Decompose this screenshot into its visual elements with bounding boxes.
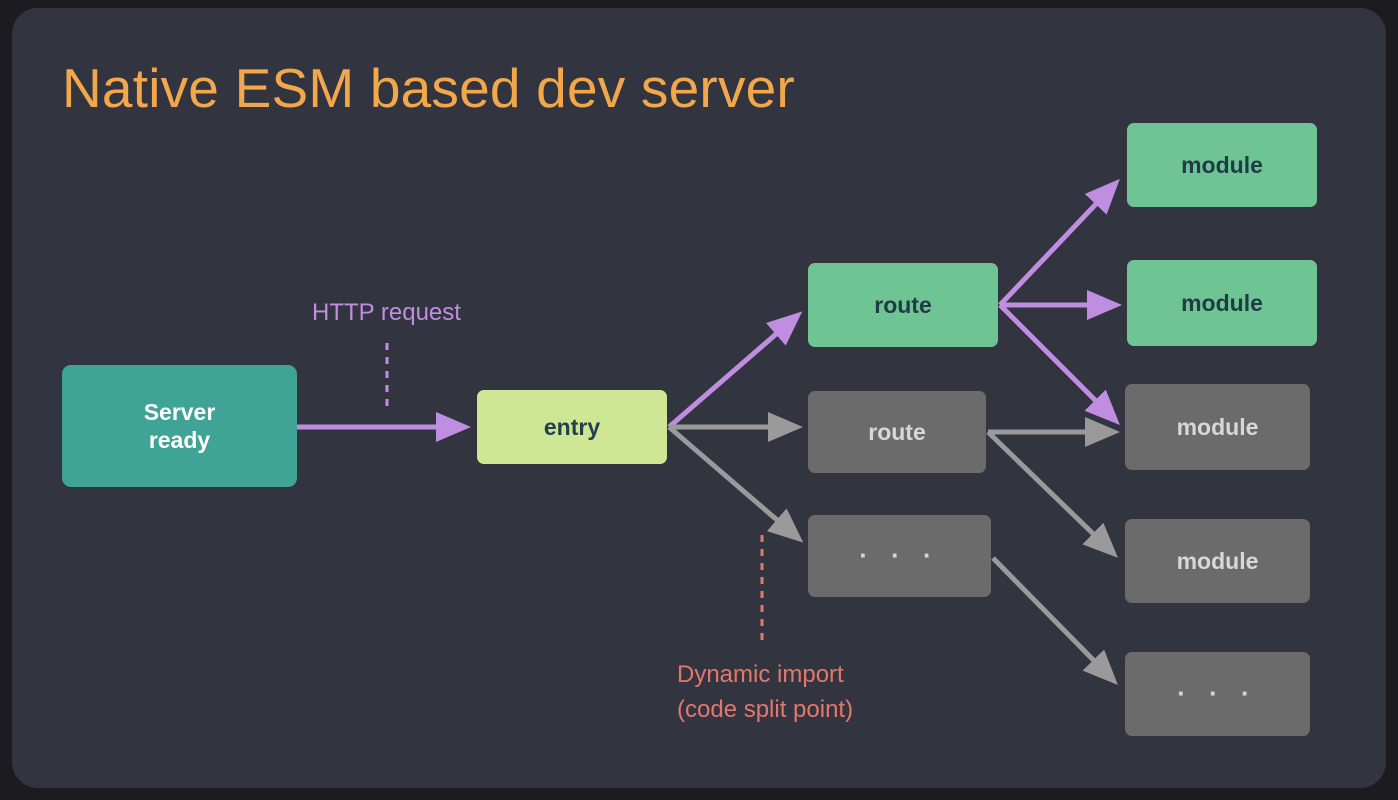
- node-module-3[interactable]: module: [1125, 384, 1310, 470]
- node-module-2[interactable]: module: [1127, 260, 1317, 346]
- page-title: Native ESM based dev server: [62, 57, 795, 119]
- node-label-entry: entry: [543, 413, 601, 440]
- node-label-route-ellipsis: · · ·: [859, 540, 940, 571]
- edge-entry-to-routedots: [667, 425, 804, 543]
- node-label-route-inactive: route: [868, 418, 926, 445]
- node-module-ellipsis[interactable]: · · ·: [1125, 652, 1310, 736]
- node-entry[interactable]: entry: [477, 390, 667, 464]
- node-label-module-2: module: [1181, 289, 1263, 316]
- node-route-inactive[interactable]: route: [808, 391, 986, 473]
- node-module-4[interactable]: module: [1125, 519, 1310, 603]
- edge-routedots-to-moduledots: [991, 556, 1118, 685]
- node-server-ready[interactable]: Server ready: [62, 365, 297, 487]
- node-label-server-ready: Server ready: [143, 398, 216, 453]
- node-label-module-ellipsis: · · ·: [1177, 678, 1258, 709]
- annotation-dynamic-import: Dynamic import (code split point): [677, 661, 854, 723]
- node-label-route-active: route: [874, 291, 932, 318]
- diagram-arrows-layer: [297, 178, 1123, 685]
- node-route-active[interactable]: route: [808, 263, 998, 347]
- node-route-ellipsis[interactable]: · · ·: [808, 515, 991, 597]
- node-label-module-4: module: [1176, 547, 1259, 574]
- edge-route1-to-module3: [998, 303, 1120, 425]
- edge-route2-to-module4: [986, 430, 1119, 558]
- slide-canvas: Native ESM based dev server Server ready…: [12, 8, 1386, 788]
- annotation-http-request: HTTP request: [312, 299, 461, 326]
- edge-route1-to-module1: [998, 178, 1120, 307]
- node-label-module-3: module: [1176, 413, 1259, 440]
- edge-entry-to-route1: [667, 311, 803, 429]
- node-label-module-1: module: [1181, 151, 1263, 178]
- node-module-1[interactable]: module: [1127, 123, 1317, 207]
